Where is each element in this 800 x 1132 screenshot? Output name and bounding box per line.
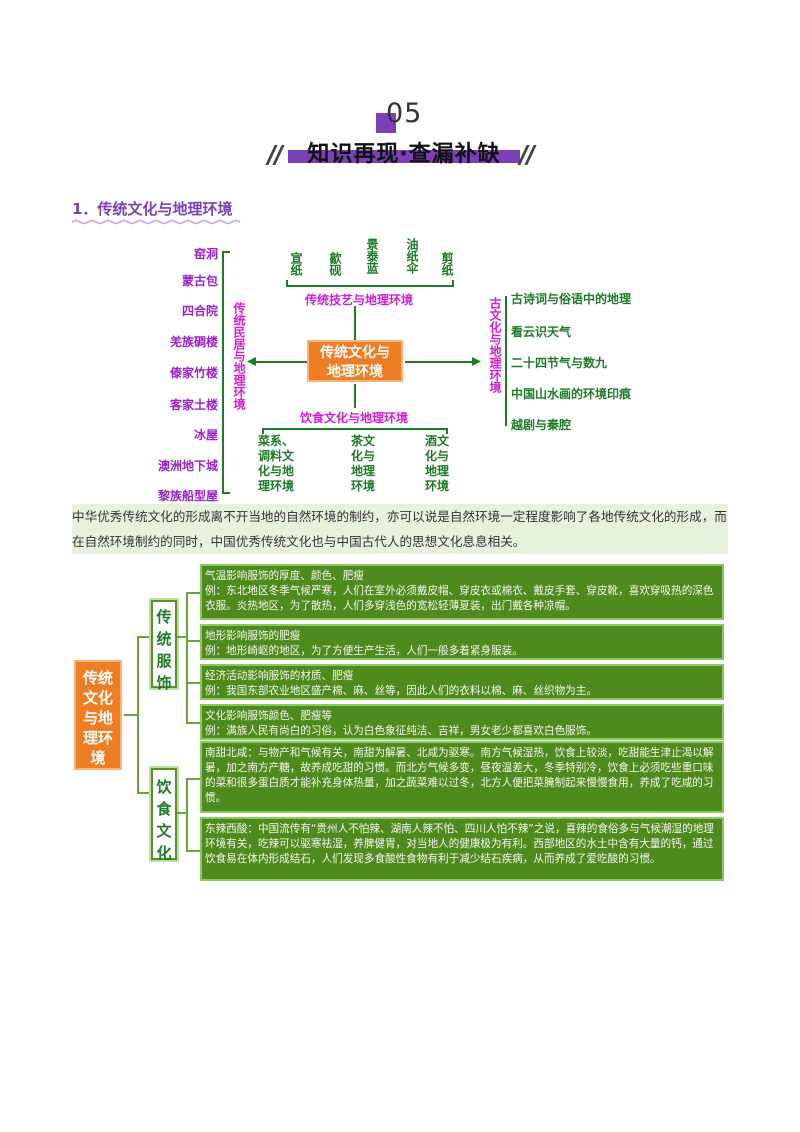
clothing-leaf: 文化影响服饰颜色、肥瘦等 例：满族人民有尚白的习俗，认为白色象征纯洁、吉祥，男女… xyxy=(200,704,724,740)
left-item: 黎族船型屋 xyxy=(157,489,218,503)
top-item: 剪纸 xyxy=(440,252,454,276)
right-item: 古诗词与俗语中的地理 xyxy=(511,292,632,306)
top-item: 景泰蓝 xyxy=(365,238,379,274)
top-branch-label: 传统技艺与地理环境 xyxy=(305,293,414,307)
left-item: 窑洞 xyxy=(193,247,218,261)
bottom-item: 酒文化与地理环境 xyxy=(425,434,450,493)
left-item: 冰屋 xyxy=(193,428,218,442)
right-branch-label: 古文化与地理环境 xyxy=(488,297,502,393)
bottom-item: 茶文化与地理环境 xyxy=(351,434,376,493)
left-branch-label: 传统民居与地理环境 xyxy=(232,302,246,410)
left-item: 蒙古包 xyxy=(181,274,218,288)
left-item: 羌族碉楼 xyxy=(169,335,218,349)
left-item: 傣家竹楼 xyxy=(169,366,218,380)
clothing-leaf: 经济活动影响服饰的材质、肥瘦 例：我国东部农业地区盛产棉、麻、丝等，因此人们的衣… xyxy=(200,664,724,700)
left-item: 澳洲地下城 xyxy=(157,459,218,473)
section-title: 1．传统文化与地理环境 xyxy=(72,200,233,218)
bottom-item: 菜系、调料文化与地理环境 xyxy=(258,434,295,493)
top-item: 宣纸 xyxy=(289,252,303,276)
header-accent-square xyxy=(376,113,396,133)
right-item: 中国山水画的环境印痕 xyxy=(511,387,632,401)
right-item: 越剧与秦腔 xyxy=(511,418,572,432)
branch-clothing: 传统服饰 xyxy=(151,600,177,692)
section-number: 05 xyxy=(386,98,423,129)
arrow-right-icon xyxy=(472,357,481,366)
section-underline xyxy=(72,219,241,225)
clothing-leaf: 气温影响服饰的厚度、颜色、肥瘦 例：东北地区冬季气候严寒，人们在室外必须戴皮帽、… xyxy=(200,564,724,620)
right-item: 二十四节气与数九 xyxy=(511,356,608,370)
bottom-branch-label: 饮食文化与地理环境 xyxy=(300,411,409,425)
header-band xyxy=(288,150,520,163)
center-node: 传统文化与 地理环境 xyxy=(307,340,403,382)
top-item: 歙砚 xyxy=(328,252,342,276)
left-item: 客家土楼 xyxy=(169,398,218,412)
right-item: 看云识天气 xyxy=(511,325,572,339)
root-node: 传统文化与地理环境 xyxy=(74,660,122,770)
page-title: 知识再现·查漏补缺 xyxy=(307,142,501,167)
branch-food: 饮食文化 xyxy=(151,768,177,862)
food-leaf: 南甜北咸：与物产和气候有关，南甜为解暑、北咸为驱寒。南方气候湿热，饮食上较淡，吃… xyxy=(200,741,724,813)
food-leaf: 东辣西酸：中国流传有“贵州人不怕辣、湖南人辣不怕、四川人怕不辣”之说，喜辣的食俗… xyxy=(200,817,724,881)
intro-paragraph: 中华优秀传统文化的形成离不开当地的自然环境的制约，亦可以说是自然环境一定程度影响… xyxy=(72,504,728,554)
arrow-left-icon xyxy=(247,357,256,366)
left-item: 四合院 xyxy=(181,304,218,318)
top-item: 油纸伞 xyxy=(405,238,419,274)
clothing-leaf: 地形影响服饰的肥瘦 例：地形崎岖的地区，为了方便生产生活，人们一般多着紧身服装。 xyxy=(200,624,724,660)
